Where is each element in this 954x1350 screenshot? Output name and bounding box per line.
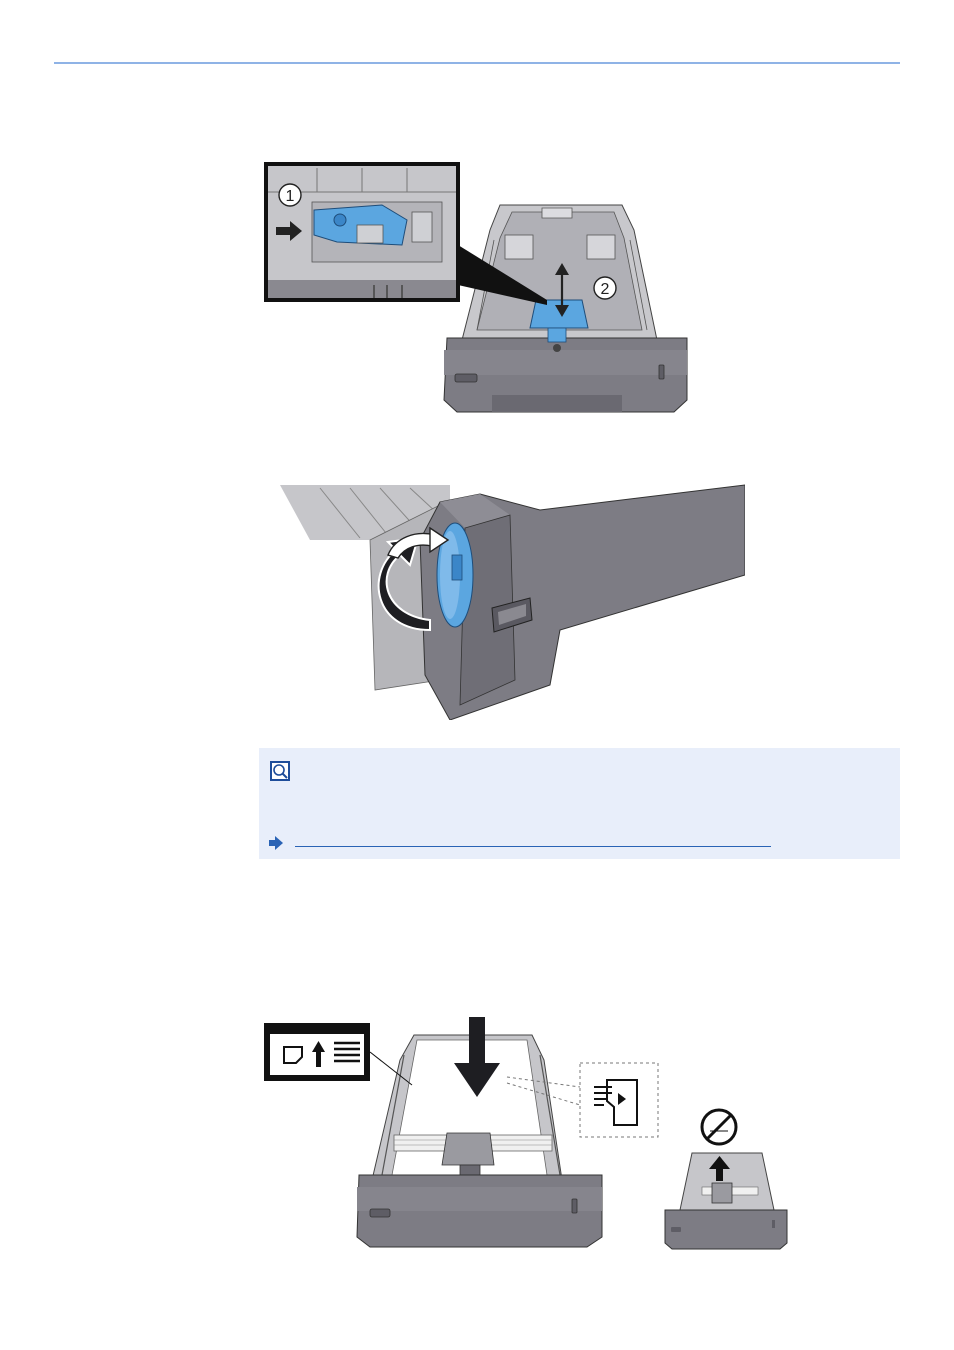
header-rule [54,62,900,64]
paper-tray-open [443,204,688,413]
callout-2-label: 2 [601,281,610,298]
prohibited-icon [700,1108,738,1146]
paper-orientation-inset [579,1062,659,1138]
size-dial-illustration [280,484,745,720]
zoom-leader [458,245,547,305]
length-guide [529,299,589,352]
size-dial [436,522,474,628]
tray-length-guide-illustration: 2 1 [264,162,688,413]
inset-leader [369,1051,413,1086]
callout-1-circle [278,183,302,207]
link-arrow-icon [269,836,283,850]
callout-2-circle [593,276,617,300]
paper-tray-small [664,1152,788,1250]
rotate-arrow-icon [377,526,450,632]
note-box [259,748,900,859]
reference-link[interactable] [295,832,771,847]
tray-front-panel [419,484,745,720]
push-right-arrow-icon [276,221,302,241]
load-down-arrow-icon [454,1017,500,1097]
paper-loading-label-inset [264,1023,370,1081]
lift-up-arrow-icon [709,1156,730,1181]
callout-1-label: 1 [286,188,295,205]
note-icon [270,761,290,781]
slide-up-down-arrow-icon [555,263,569,317]
paper-tray-loaded [356,1034,603,1248]
load-paper-illustration [264,1017,788,1250]
